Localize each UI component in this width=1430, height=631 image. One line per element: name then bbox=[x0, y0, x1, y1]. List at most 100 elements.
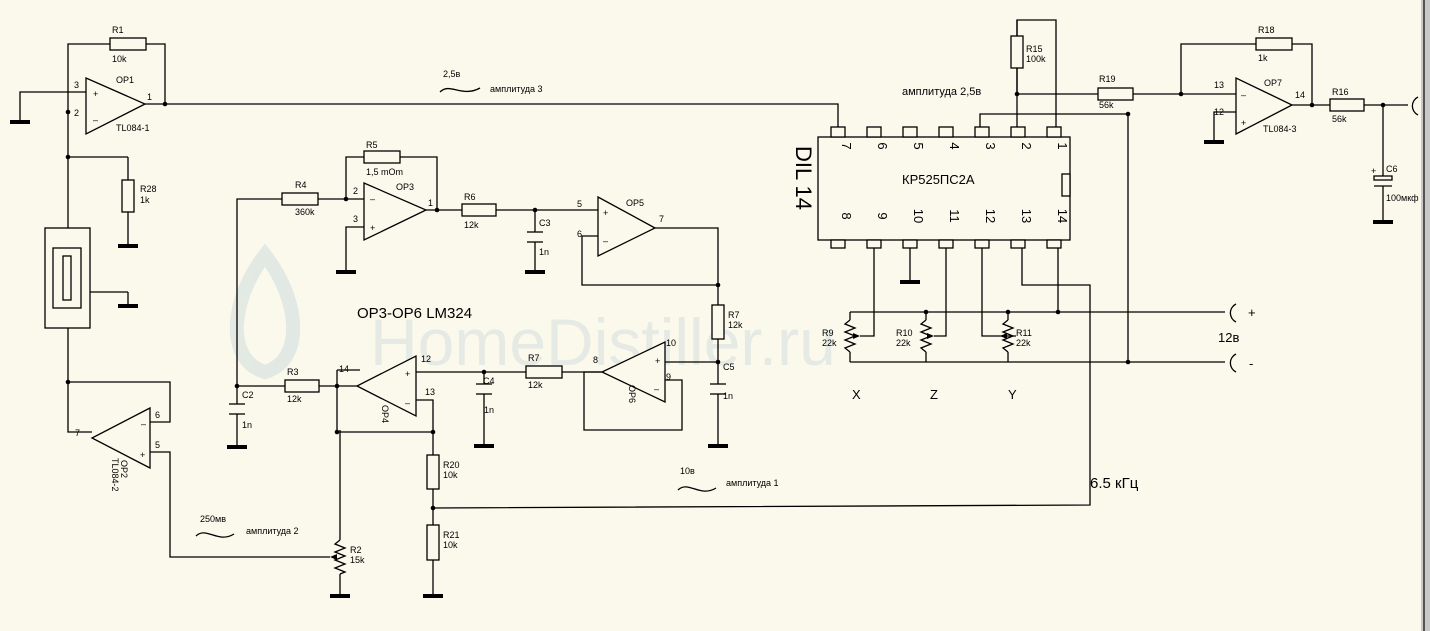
svg-text:R9: R9 bbox=[822, 328, 834, 338]
resistors: R1 10k R28 1k R5 1,5 mOm R4 360k R6 12k … bbox=[109, 25, 1365, 561]
op6-ref: OP6 bbox=[627, 385, 637, 403]
svg-text:13: 13 bbox=[1214, 80, 1224, 90]
op5-ref: OP5 bbox=[626, 198, 644, 208]
watermark-text: HomeDistiller.ru bbox=[370, 305, 836, 379]
svg-text:56k: 56k bbox=[1332, 114, 1347, 124]
capacitor-c5: C5 1n bbox=[710, 362, 735, 401]
axis-x: X bbox=[852, 387, 861, 402]
axis-y: Y bbox=[1008, 387, 1017, 402]
capacitor-c4: C4 1n bbox=[476, 376, 495, 415]
svg-text:1n: 1n bbox=[723, 391, 733, 401]
svg-text:8: 8 bbox=[593, 355, 598, 365]
right-border bbox=[1421, 0, 1430, 631]
potentiometers: R2 15k R9 22k R10 22k R11 22k bbox=[330, 319, 1032, 575]
opamp-op7: –+ OP7 TL084-3 13 12 14 bbox=[1214, 76, 1305, 136]
svg-text:C2: C2 bbox=[242, 390, 254, 400]
svg-text:2: 2 bbox=[74, 108, 79, 118]
capacitor-c2: C2 1n bbox=[229, 390, 254, 430]
signal-level-3: 10в bbox=[680, 466, 695, 476]
wires bbox=[19, 19, 1405, 594]
svg-text:3: 3 bbox=[983, 142, 998, 149]
op7-ref: OP7 bbox=[1264, 78, 1282, 88]
svg-text:+: + bbox=[1241, 118, 1246, 128]
resistor-r21: R21 10k bbox=[426, 524, 460, 561]
signal-note-1: амплитуда 3 bbox=[490, 84, 543, 94]
svg-text:5: 5 bbox=[911, 142, 926, 149]
svg-text:4: 4 bbox=[947, 142, 962, 149]
resistor-r16: R18 1k bbox=[1255, 25, 1293, 63]
svg-text:12k: 12k bbox=[287, 394, 302, 404]
signal-level-2: 250мв bbox=[200, 514, 226, 524]
svg-text:R10: R10 bbox=[896, 328, 913, 338]
svg-text:14: 14 bbox=[1055, 209, 1070, 223]
signal-note-2: амплитуда 2 bbox=[246, 526, 299, 536]
svg-text:22k: 22k bbox=[1016, 338, 1031, 348]
svg-text:1n: 1n bbox=[484, 405, 494, 415]
svg-text:C4: C4 bbox=[483, 376, 495, 386]
svg-text:7: 7 bbox=[659, 214, 664, 224]
svg-text:–: – bbox=[93, 115, 98, 125]
op4-ref: OP4 bbox=[380, 405, 390, 423]
opamp-group-label: OP3-OP6 LM324 bbox=[357, 305, 472, 322]
resistor-r3: R3 12k bbox=[284, 367, 320, 404]
svg-text:3: 3 bbox=[353, 214, 358, 224]
op3-ref: OP3 bbox=[396, 182, 414, 192]
ic-notch bbox=[1061, 173, 1071, 197]
svg-text:12k: 12k bbox=[464, 220, 479, 230]
svg-text:12k: 12k bbox=[528, 380, 543, 390]
pot-r9: R9 22k bbox=[822, 319, 860, 353]
svg-text:R2: R2 bbox=[350, 545, 362, 555]
svg-text:+: + bbox=[370, 223, 375, 233]
svg-text:–: – bbox=[405, 398, 410, 408]
svg-text:3: 3 bbox=[74, 80, 79, 90]
svg-text:1k: 1k bbox=[140, 195, 150, 205]
svg-text:100k: 100k bbox=[1026, 54, 1046, 64]
opamp-op2: –+ 7 6 5 OP2 TL084-2 bbox=[75, 406, 160, 492]
svg-text:R6: R6 bbox=[464, 192, 476, 202]
svg-text:5: 5 bbox=[577, 199, 582, 209]
svg-text:R1: R1 bbox=[112, 25, 124, 35]
svg-text:6: 6 bbox=[875, 142, 890, 149]
svg-text:R15: R15 bbox=[1026, 44, 1043, 54]
svg-text:13: 13 bbox=[1019, 209, 1034, 223]
signal-note-3: амплитуда 1 bbox=[726, 478, 779, 488]
svg-text:R7: R7 bbox=[728, 310, 740, 320]
svg-text:10k: 10k bbox=[443, 540, 458, 550]
svg-text:R21: R21 bbox=[443, 530, 460, 540]
svg-text:6: 6 bbox=[155, 410, 160, 420]
svg-text:R18: R18 bbox=[1258, 25, 1275, 35]
supply-voltage: 12в bbox=[1218, 330, 1239, 345]
resistor-r4: R4 360k bbox=[281, 180, 319, 217]
svg-text:1n: 1n bbox=[539, 247, 549, 257]
svg-text:14: 14 bbox=[1295, 90, 1305, 100]
svg-text:R5: R5 bbox=[366, 140, 378, 150]
svg-text:–: – bbox=[370, 194, 375, 204]
svg-text:22k: 22k bbox=[822, 338, 837, 348]
svg-text:10: 10 bbox=[911, 209, 926, 223]
supply-minus: - bbox=[1249, 356, 1253, 371]
pot-r10: R10 22k bbox=[896, 319, 934, 353]
resistor-r8: R7 12k bbox=[711, 304, 743, 340]
svg-text:1,5 mOm: 1,5 mOm bbox=[366, 167, 403, 177]
opamp-op3: –+ OP3 2 3 1 bbox=[353, 182, 433, 242]
axis-labels: X Z Y bbox=[852, 387, 1017, 402]
pot-r2: R2 15k bbox=[330, 539, 365, 575]
svg-text:1k: 1k bbox=[1258, 53, 1268, 63]
output-amplitude: амплитуда 2,5в bbox=[902, 86, 981, 98]
op7-part: TL084-3 bbox=[1263, 124, 1297, 134]
svg-text:10k: 10k bbox=[112, 54, 127, 64]
svg-text:1: 1 bbox=[1055, 142, 1070, 149]
ground-symbols bbox=[10, 120, 1393, 598]
svg-text:1n: 1n bbox=[242, 420, 252, 430]
svg-text:8: 8 bbox=[839, 212, 854, 219]
svg-text:+: + bbox=[93, 89, 98, 99]
signal-annotations: 2,5в амплитуда 3 250мв амплитуда 2 10в а… bbox=[195, 69, 1139, 538]
opamp-op6: +– 8 10 9 OP6 bbox=[593, 338, 676, 404]
svg-text:7: 7 bbox=[75, 428, 80, 438]
opamp-op1: +– OP1 TL084-1 3 2 1 bbox=[74, 75, 152, 136]
resistor-r15: R15 100k bbox=[1010, 35, 1046, 69]
ic-bottom-pins: 8 9 10 11 12 13 14 bbox=[830, 209, 1070, 249]
svg-text:+: + bbox=[603, 208, 608, 218]
svg-text:R28: R28 bbox=[140, 184, 157, 194]
